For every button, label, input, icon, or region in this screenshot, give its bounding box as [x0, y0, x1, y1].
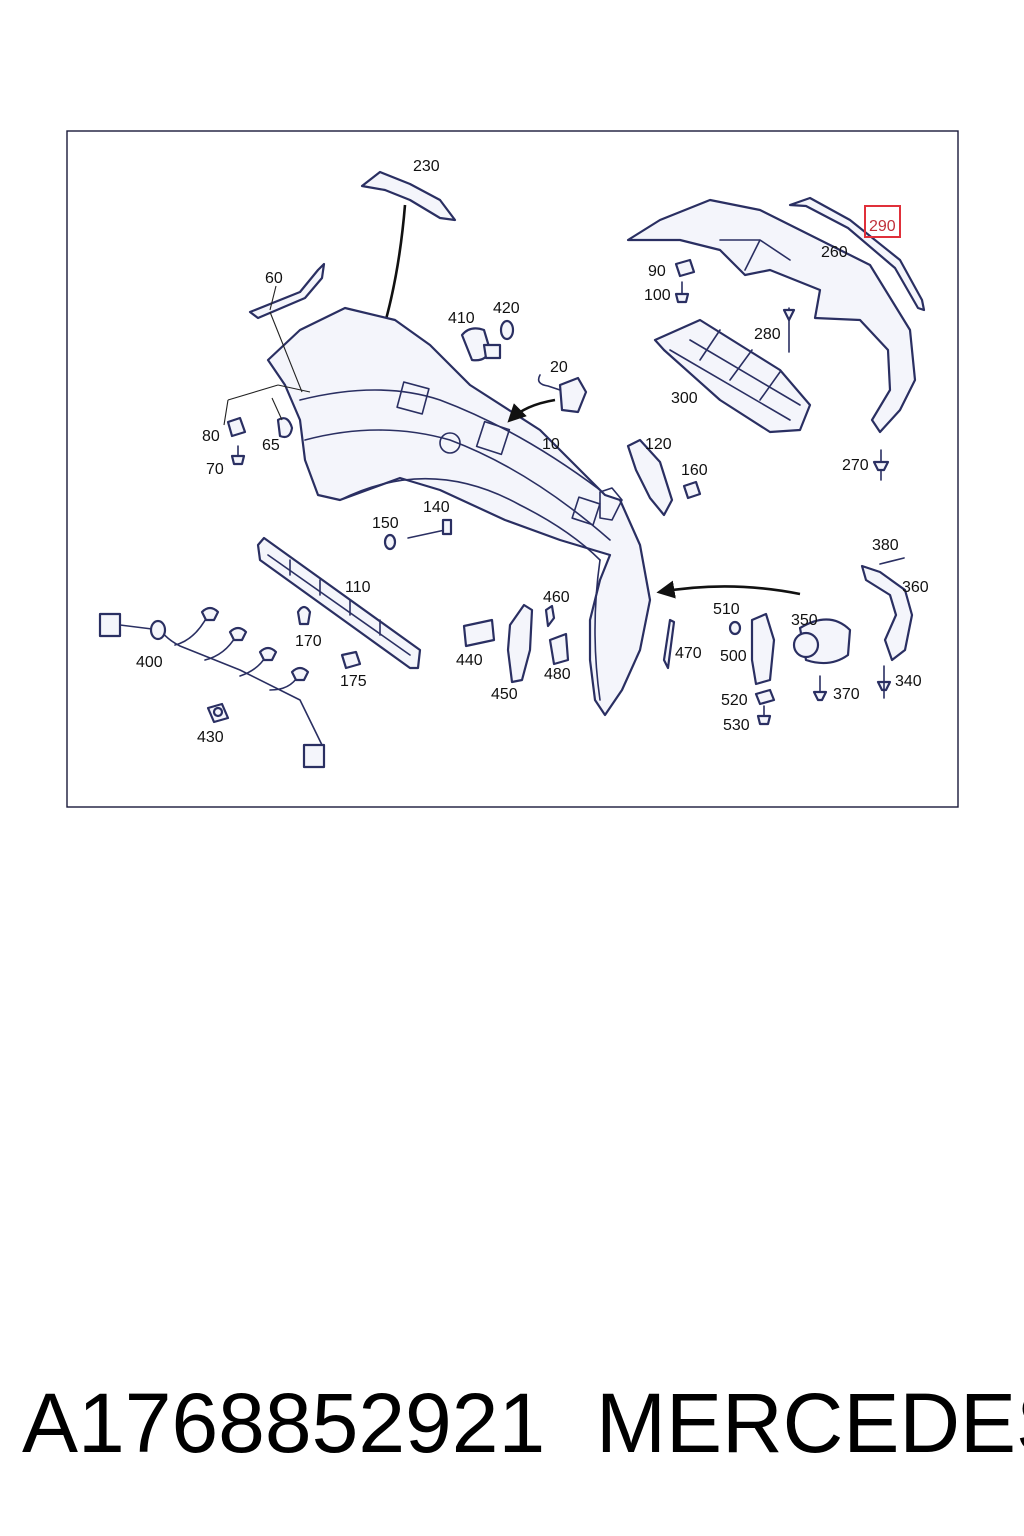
callout-380: 380: [872, 537, 899, 554]
part-280-rivet: [782, 307, 796, 353]
part-175-nut: [340, 650, 362, 670]
part-65-grommet: [276, 417, 294, 439]
callout-20: 20: [550, 359, 568, 376]
part-410-sensor: [460, 327, 502, 362]
callout-70: 70: [206, 461, 224, 478]
part-20-tow-cover: [537, 374, 588, 414]
callout-260: 260: [821, 244, 848, 261]
part-120-bracket: [626, 438, 674, 517]
callout-labels: 230 60 410 420 20 10 80 65 70 140 150 11…: [136, 158, 929, 746]
part-460-clip: [544, 604, 556, 628]
callout-90: 90: [648, 263, 666, 280]
part-370-screw: [812, 675, 828, 702]
part-470-strip: [662, 618, 676, 670]
callout-430: 430: [197, 729, 224, 746]
callout-360: 360: [902, 579, 929, 596]
part-380-screw: [879, 557, 905, 565]
part-300-carrier: [653, 318, 812, 434]
callout-440: 440: [456, 652, 483, 669]
callout-290: 290: [869, 218, 896, 235]
callout-410: 410: [448, 310, 475, 327]
part-170-clip: [296, 605, 312, 626]
callout-65: 65: [262, 437, 280, 454]
callout-80: 80: [202, 428, 220, 445]
part-420-ring: [499, 319, 515, 341]
callout-500: 500: [720, 648, 747, 665]
part-number-text: A1768852921: [22, 1376, 546, 1470]
part-450-bracket: [506, 603, 534, 684]
part-500-grille: [750, 612, 776, 686]
callout-400: 400: [136, 654, 163, 671]
part-530-screw: [756, 705, 772, 726]
leader-lines: [223, 285, 311, 426]
part-230-trim: [360, 170, 457, 222]
part-510-clip: [728, 620, 742, 636]
part-340-rivet: [876, 665, 892, 699]
callout-450: 450: [491, 686, 518, 703]
callout-160: 160: [681, 462, 708, 479]
callout-530: 530: [723, 717, 750, 734]
part-70-screw: [230, 445, 246, 466]
part-110-absorber: [256, 536, 422, 670]
callout-230: 230: [413, 158, 440, 175]
callout-110: 110: [345, 579, 371, 596]
part-80-clip: [226, 416, 247, 438]
callout-280: 280: [754, 326, 781, 343]
arrow-20-to-bumper: [507, 398, 556, 423]
callout-370: 370: [833, 686, 860, 703]
highlight-box: [864, 205, 901, 238]
highlighted-callout-290: 290: [864, 205, 901, 238]
callout-270: 270: [842, 457, 869, 474]
callout-480: 480: [544, 666, 571, 683]
part-400-harness: [98, 606, 326, 769]
part-60-strip: [248, 262, 326, 320]
arrow-350-to-bumper: [656, 580, 801, 599]
callout-300: 300: [671, 390, 698, 407]
part-520-nut: [754, 688, 776, 706]
part-260-diffuser: [626, 198, 917, 434]
part-290-trim-strip: [788, 196, 926, 312]
part-440-block: [462, 618, 496, 648]
callout-510: 510: [713, 601, 740, 618]
callout-60: 60: [265, 270, 283, 287]
part-150-washer: [383, 533, 397, 551]
callout-150: 150: [372, 515, 399, 532]
callout-350: 350: [791, 612, 818, 629]
callout-100: 100: [644, 287, 671, 304]
brand-text: MERCEDES: [596, 1376, 1024, 1470]
part-140-bolt: [407, 518, 453, 539]
part-10-bumper-cover: [266, 306, 652, 717]
part-350-exhaust: [792, 618, 852, 665]
part-430-clip: [206, 702, 230, 724]
callout-470: 470: [675, 645, 702, 662]
callout-460: 460: [543, 589, 570, 606]
callout-140: 140: [423, 499, 450, 516]
callout-175: 175: [340, 673, 367, 690]
callout-120: 120: [645, 436, 672, 453]
callout-170: 170: [295, 633, 322, 650]
part-480-holder: [548, 632, 570, 666]
part-90-clip: [674, 258, 696, 278]
part-160-clip: [682, 480, 702, 500]
part-100-screw: [674, 281, 690, 304]
callout-340: 340: [895, 673, 922, 690]
callout-10: 10: [542, 436, 560, 453]
callout-520: 520: [721, 692, 748, 709]
part-270-rivet: [872, 449, 890, 481]
part-360-bracket: [860, 564, 914, 662]
callout-420: 420: [493, 300, 520, 317]
